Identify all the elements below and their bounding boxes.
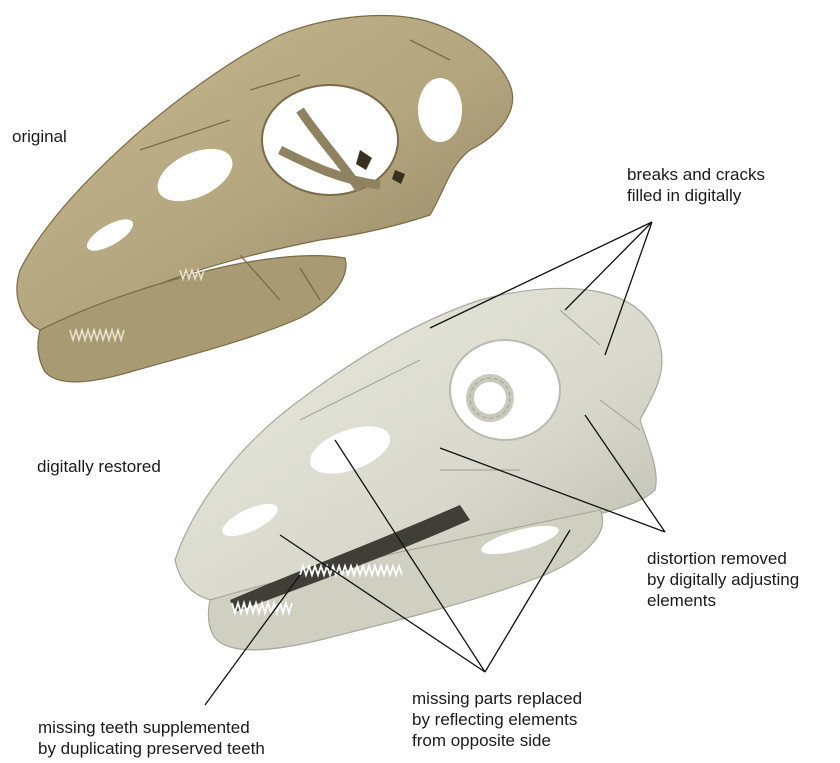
label-parts-line-3: from opposite side	[412, 730, 582, 751]
label-breaks-line-2: filled in digitally	[627, 185, 765, 206]
label-parts-line-1: missing parts replaced	[412, 688, 582, 709]
original-orbit	[262, 85, 398, 195]
label-teeth-line-2: by duplicating preserved teeth	[38, 738, 265, 759]
label-missing-parts: missing parts replaced by reflecting ele…	[412, 688, 582, 751]
label-missing-teeth: missing teeth supplemented by duplicatin…	[38, 717, 265, 759]
label-breaks-line-1: breaks and cracks	[627, 164, 765, 185]
original-temporal-opening	[418, 78, 462, 142]
label-distortion-line-3: elements	[647, 590, 799, 611]
label-distortion-line-2: by digitally adjusting	[647, 569, 799, 590]
label-distortion-line-1: distortion removed	[647, 548, 799, 569]
label-breaks-and-cracks: breaks and cracks filled in digitally	[627, 164, 765, 206]
label-digitally-restored: digitally restored	[37, 456, 161, 477]
label-parts-line-2: by reflecting elements	[412, 709, 582, 730]
label-original: original	[12, 126, 67, 147]
label-distortion-removed: distortion removed by digitally adjustin…	[647, 548, 799, 611]
label-teeth-line-1: missing teeth supplemented	[38, 717, 265, 738]
restored-skull	[175, 288, 662, 650]
